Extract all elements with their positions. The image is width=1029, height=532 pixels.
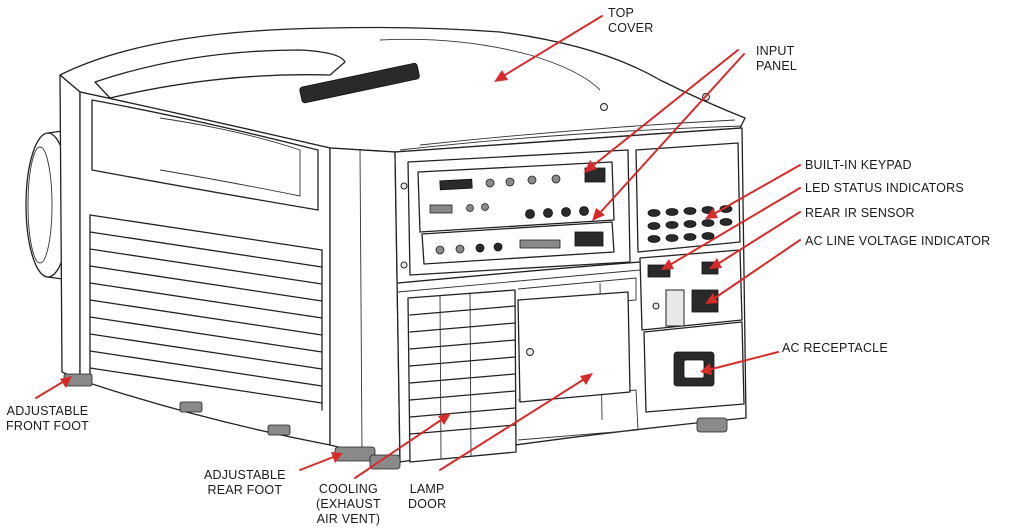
- label-cooling-exhaust-air-vent: COOLING (EXHAUST AIR VENT): [316, 482, 381, 526]
- arrow-cooling: [354, 413, 451, 479]
- label-adjustable-rear-foot: ADJUSTABLE REAR FOOT: [204, 468, 286, 497]
- arrow-input-panel-1: [584, 49, 739, 173]
- projector-corner-pillar: [329, 147, 401, 463]
- label-lamp-door: LAMP DOOR: [408, 482, 447, 511]
- input-panel-area: [400, 149, 631, 276]
- callout-arrows: [35, 15, 801, 479]
- side-vent-slats: [89, 214, 323, 411]
- label-top-cover: TOP COVER: [608, 6, 654, 35]
- lamp-door: [517, 291, 631, 403]
- keypad-module: [635, 142, 741, 253]
- arrow-ac-voltage: [705, 239, 801, 304]
- label-input-panel: INPUT PANEL: [756, 44, 798, 73]
- arrow-lamp-door: [439, 373, 593, 471]
- label-built-in-keypad: BUILT-IN KEYPAD: [805, 158, 912, 172]
- label-ac-line-voltage-indicator: AC LINE VOLTAGE INDICATOR: [805, 234, 991, 248]
- arrow-input-panel-2: [592, 53, 745, 221]
- label-ac-receptacle: AC RECEPTACLE: [782, 341, 888, 355]
- arrow-keypad: [705, 164, 801, 219]
- label-rear-ir-sensor: REAR IR SENSOR: [805, 206, 915, 220]
- arrow-top-cover: [494, 15, 603, 82]
- arrow-rear-foot: [299, 452, 343, 471]
- arrow-front-foot: [35, 376, 72, 399]
- label-adjustable-front-foot: ADJUSTABLE FRONT FOOT: [6, 404, 90, 433]
- projector-rear-face: [394, 127, 747, 463]
- ac-receptacle-plate: [643, 321, 745, 413]
- arrow-ac-receptacle: [700, 351, 779, 375]
- projector-side-face: [59, 74, 331, 446]
- arrow-ir: [709, 211, 801, 269]
- label-led-status-indicators: LED STATUS INDICATORS: [805, 181, 964, 195]
- exhaust-vent: [407, 277, 639, 463]
- arrow-led: [661, 187, 801, 270]
- projector-top-cover: [59, 26, 746, 153]
